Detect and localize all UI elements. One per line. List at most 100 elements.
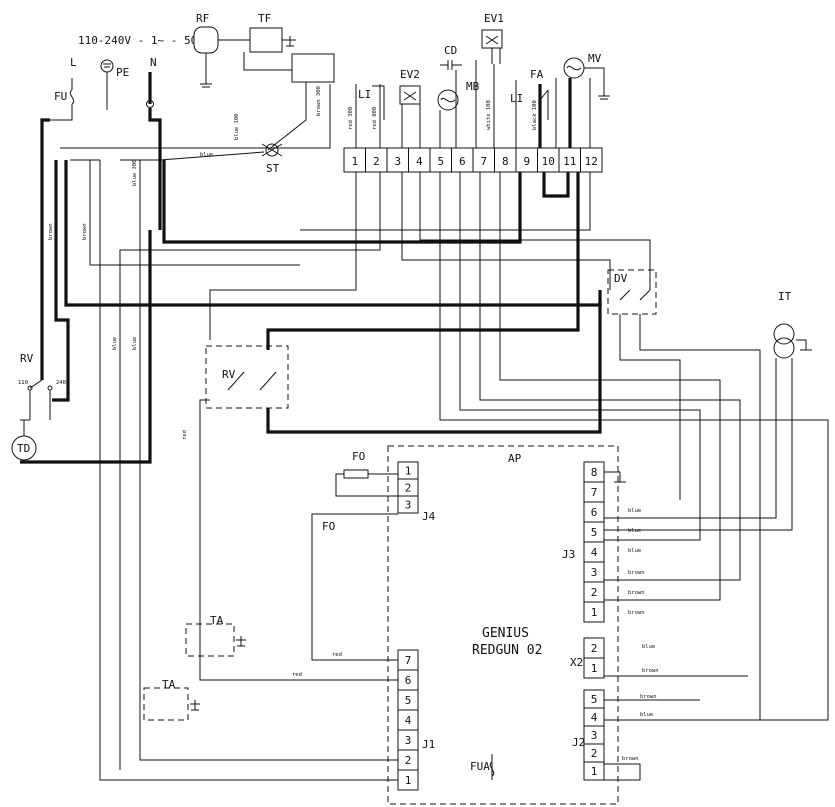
wire-label-brown-b: brown <box>82 223 88 240</box>
j3-1-wire-label: brown <box>628 610 645 616</box>
j3-5-wire-label: blue <box>628 528 641 534</box>
j1-pin-7: 7 <box>405 654 412 667</box>
cd-label: CD <box>444 44 457 57</box>
j2-label: J2 <box>572 736 585 749</box>
j3-2-wire-label: brown <box>628 590 645 596</box>
strip-terminal-3: 3 <box>394 155 401 168</box>
mv-motor <box>563 57 610 100</box>
j3-pin-5: 5 <box>591 526 598 539</box>
strip-terminal-4: 4 <box>416 155 423 168</box>
j2-pin-1: 1 <box>591 765 598 778</box>
tf-label: TF <box>258 12 271 25</box>
strip-terminal-7: 7 <box>480 155 487 168</box>
j2-2-wire-label: brown <box>622 756 639 762</box>
st-component <box>261 143 283 157</box>
j2-4-wire-label: blue <box>640 712 653 718</box>
ev2-label: EV2 <box>400 68 420 81</box>
wire-label-blue-a: blue <box>112 337 118 350</box>
st-wire-label: blue <box>200 152 213 158</box>
j4-pin-1: 1 <box>405 465 412 478</box>
earth-label: PE <box>116 66 129 79</box>
wire-label-brown-a: brown <box>48 223 54 240</box>
rv-selector-left <box>27 379 53 420</box>
supply-voltage-label: 110-240V - 1~ - 50Hz <box>78 34 210 47</box>
controller-line2: REDGUN 02 <box>472 643 542 658</box>
j1-pin-4: 4 <box>405 714 412 727</box>
j2-5-wire-label: brown <box>640 694 657 700</box>
wire-label-red300: red 300 <box>348 107 354 130</box>
fuse-label: FU <box>54 90 67 103</box>
j4-pin-2: 2 <box>405 482 412 495</box>
j4-label: J4 <box>422 510 436 523</box>
it-label: IT <box>778 290 792 303</box>
x2-pin-1: 1 <box>591 662 598 675</box>
j3-pin-4: 4 <box>591 546 598 559</box>
ev1-valve <box>481 29 503 64</box>
j1-pin-3: 3 <box>405 734 412 747</box>
ev1-label: EV1 <box>484 12 504 25</box>
mv-label: MV <box>588 52 602 65</box>
connector-j4: 1 2 3J4 <box>397 461 436 523</box>
ta-thermostat-upper <box>185 623 246 657</box>
tf-component <box>218 27 296 53</box>
j3-pin-6: 6 <box>591 506 598 519</box>
rf-component <box>193 26 219 88</box>
rv-240-label: 240 <box>56 380 66 386</box>
dv-component <box>607 269 657 315</box>
li-right-label: LI <box>510 92 523 105</box>
j4-pin-3: 3 <box>405 499 412 512</box>
rv-110-label: 110 <box>18 380 28 386</box>
dv-label: DV <box>614 272 628 285</box>
fa-label: FA <box>530 68 544 81</box>
strip-terminal-2: 2 <box>373 155 380 168</box>
j2-pin-2: 2 <box>591 747 598 760</box>
ta-thermostat-lower <box>143 687 200 721</box>
j1-label: J1 <box>422 738 435 751</box>
li-left-label: LI <box>358 88 371 101</box>
j2-pin-3: 3 <box>591 729 598 742</box>
strip-terminal-5: 5 <box>437 155 444 168</box>
wire-label-red-left: red <box>182 430 188 440</box>
it-transformer <box>604 323 812 531</box>
wire-label-white100: white 100 <box>486 100 492 130</box>
j1-pin-1: 1 <box>405 774 412 787</box>
j3-pin-8: 8 <box>591 466 598 479</box>
x2-pin-2: 2 <box>591 642 598 655</box>
controller-line1: GENIUS <box>482 626 529 641</box>
strip-terminal-11: 11 <box>563 155 576 168</box>
strip-terminal-1: 1 <box>351 155 358 168</box>
strip-terminal-12: 12 <box>585 155 598 168</box>
x2-2-wire-label: blue <box>642 644 655 650</box>
mb-motor <box>437 89 459 111</box>
wire-label-blue-b: blue <box>132 337 138 350</box>
strip-terminal-9: 9 <box>523 155 530 168</box>
j3-3-wire-label: brown <box>628 570 645 576</box>
x2-1-wire-label: brown <box>642 668 659 674</box>
st-label: ST <box>266 162 280 175</box>
j3-6-wire-label: blue <box>628 508 641 514</box>
j2-pin-4: 4 <box>591 711 598 724</box>
rv-selector-center <box>205 345 289 409</box>
j3-label: J3 <box>562 548 575 561</box>
x2-label: X2 <box>570 656 583 669</box>
j2-pin-5: 5 <box>591 693 598 706</box>
wire-label-red800: red 800 <box>372 107 378 130</box>
line-label: L <box>70 56 77 69</box>
earth-symbol <box>100 59 114 110</box>
fo-side-label: FO <box>322 520 335 533</box>
j3-4-wire-label: blue <box>628 548 641 554</box>
fo-sensor <box>335 469 398 497</box>
j1-7-wire-label: red <box>332 652 342 658</box>
fo-top-label: FO <box>352 450 365 463</box>
j1-pin-5: 5 <box>405 694 412 707</box>
mb-label: MB <box>466 80 480 93</box>
j3-pin-7: 7 <box>591 486 598 499</box>
j3-pin-3: 3 <box>591 566 598 579</box>
ev2-valve <box>399 85 421 105</box>
j1-pin-2: 2 <box>405 754 412 767</box>
wire-label-blue300: blue 300 <box>132 160 138 187</box>
rf-label: RF <box>196 12 209 25</box>
